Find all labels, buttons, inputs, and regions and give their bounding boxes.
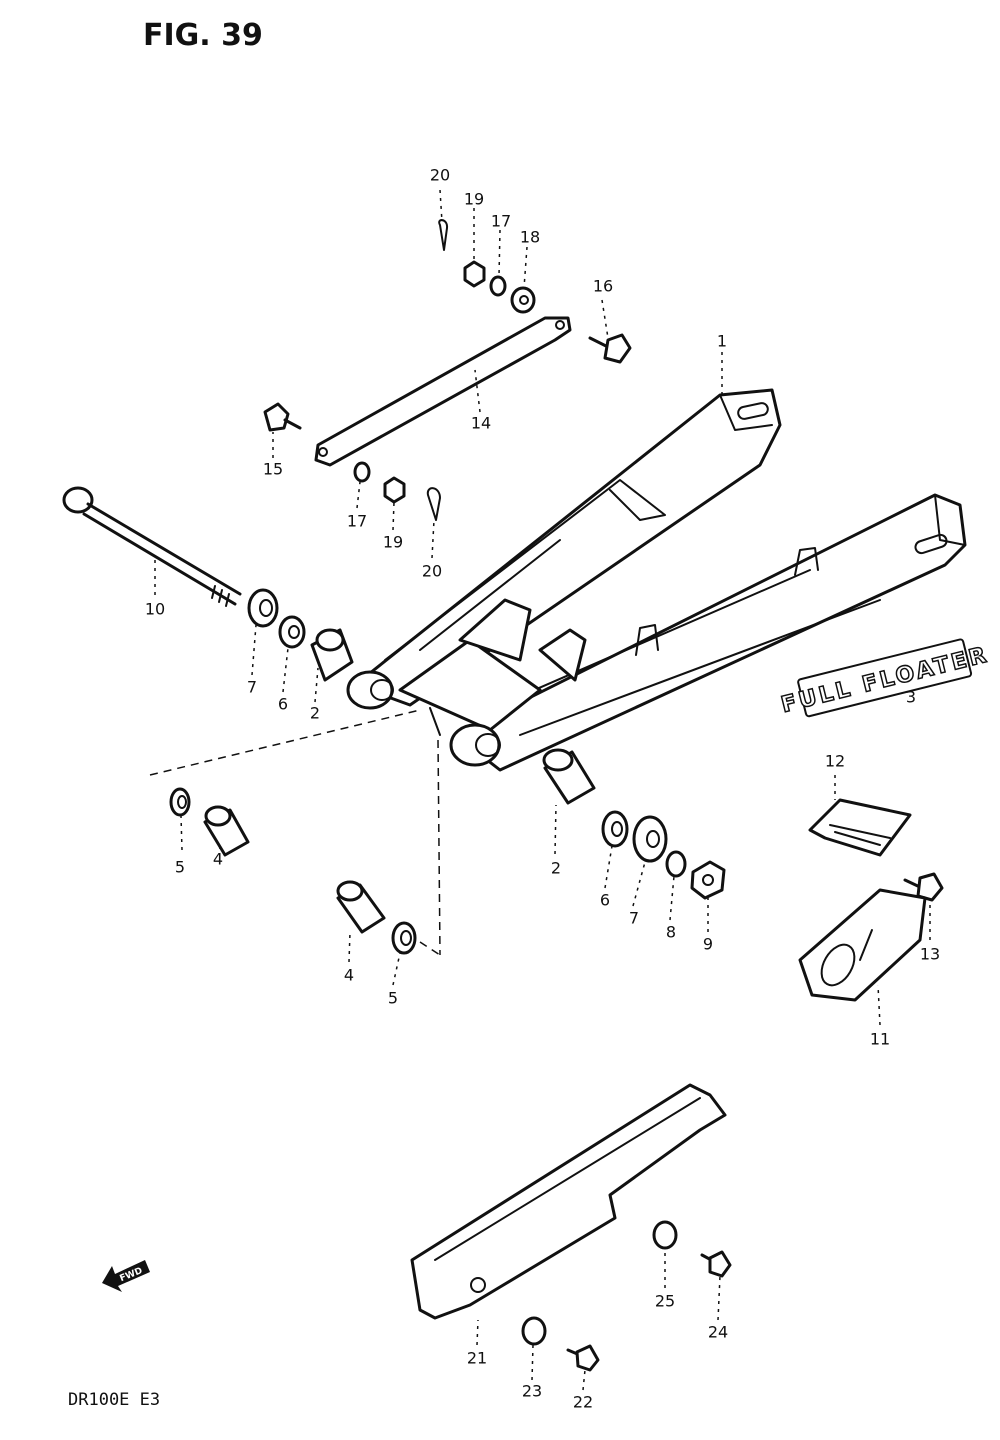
center-bushing-set: [336, 880, 417, 955]
bolt-22: [566, 1344, 600, 1372]
callout-c7a: 7: [247, 678, 257, 697]
callout-c10: 10: [145, 600, 165, 619]
svg-text:FWD: FWD: [118, 1266, 144, 1284]
callout-c19b: 19: [383, 533, 403, 552]
torque-rod: [314, 316, 572, 467]
leader-lines: [154, 189, 931, 1391]
callout-c6a: 6: [278, 695, 288, 714]
callout-c3: 3: [906, 688, 916, 707]
bolt-15: [263, 402, 302, 432]
swingarm: [346, 388, 967, 772]
callout-labels: 1223445566778910111213141516171718191920…: [145, 166, 940, 1412]
chain-guide: [808, 798, 912, 857]
chain-case: [798, 888, 927, 1002]
callout-c17b: 17: [347, 512, 367, 531]
left-bushing-set: [169, 787, 250, 857]
callout-c20a: 20: [430, 166, 450, 185]
washer-17-upper: [489, 275, 507, 297]
callout-c12: 12: [825, 752, 845, 771]
callout-c4b: 4: [344, 966, 354, 985]
callout-c14: 14: [471, 414, 491, 433]
callout-c8: 8: [666, 923, 676, 942]
callout-c23: 23: [522, 1382, 542, 1401]
bolt-16: [588, 333, 632, 364]
callout-c21: 21: [467, 1349, 487, 1368]
right-spacer-set: [542, 748, 726, 900]
callout-c16: 16: [593, 277, 613, 296]
callout-c13: 13: [920, 945, 940, 964]
cotter-pin-20-lower: [426, 487, 441, 521]
callout-c25: 25: [655, 1292, 675, 1311]
callout-c19a: 19: [464, 190, 484, 209]
chain-guard: [410, 1083, 727, 1320]
full-floater-decal: FULL FLOATER: [778, 638, 992, 719]
callout-c7b: 7: [629, 909, 639, 928]
pivot-shaft: [62, 486, 242, 607]
washer-23: [521, 1316, 547, 1346]
nut-19-upper: [463, 260, 486, 288]
washer-18: [510, 286, 536, 314]
callout-c24: 24: [708, 1323, 728, 1342]
callout-c17a: 17: [491, 212, 511, 231]
callout-c11: 11: [870, 1030, 890, 1049]
callout-c1: 1: [717, 332, 727, 351]
callout-c4a: 4: [213, 850, 223, 869]
figure-title: FIG. 39: [143, 18, 263, 53]
bolt-13: [903, 872, 944, 902]
callout-c22: 22: [573, 1393, 593, 1412]
bolt-24: [700, 1250, 732, 1278]
callout-c9: 9: [703, 935, 713, 954]
left-spacer-set: [247, 588, 354, 682]
model-code: DR100E E3: [68, 1390, 161, 1410]
callout-c2b: 2: [551, 859, 561, 878]
assembly-lines: [149, 709, 441, 956]
callout-c15: 15: [263, 460, 283, 479]
forward-arrow-icon: FWD: [102, 1260, 150, 1292]
callout-c6b: 6: [600, 891, 610, 910]
callout-c20b: 20: [422, 562, 442, 581]
callout-c2a: 2: [310, 704, 320, 723]
callout-c18: 18: [520, 228, 540, 247]
callout-c5a: 5: [175, 858, 185, 877]
svg-text:FULL FLOATER: FULL FLOATER: [779, 642, 992, 718]
washer-25: [652, 1220, 678, 1250]
washer-17-lower: [353, 461, 371, 483]
callout-c5b: 5: [388, 989, 398, 1008]
cotter-pin-20-upper: [438, 219, 449, 251]
nut-19-lower: [383, 476, 406, 504]
